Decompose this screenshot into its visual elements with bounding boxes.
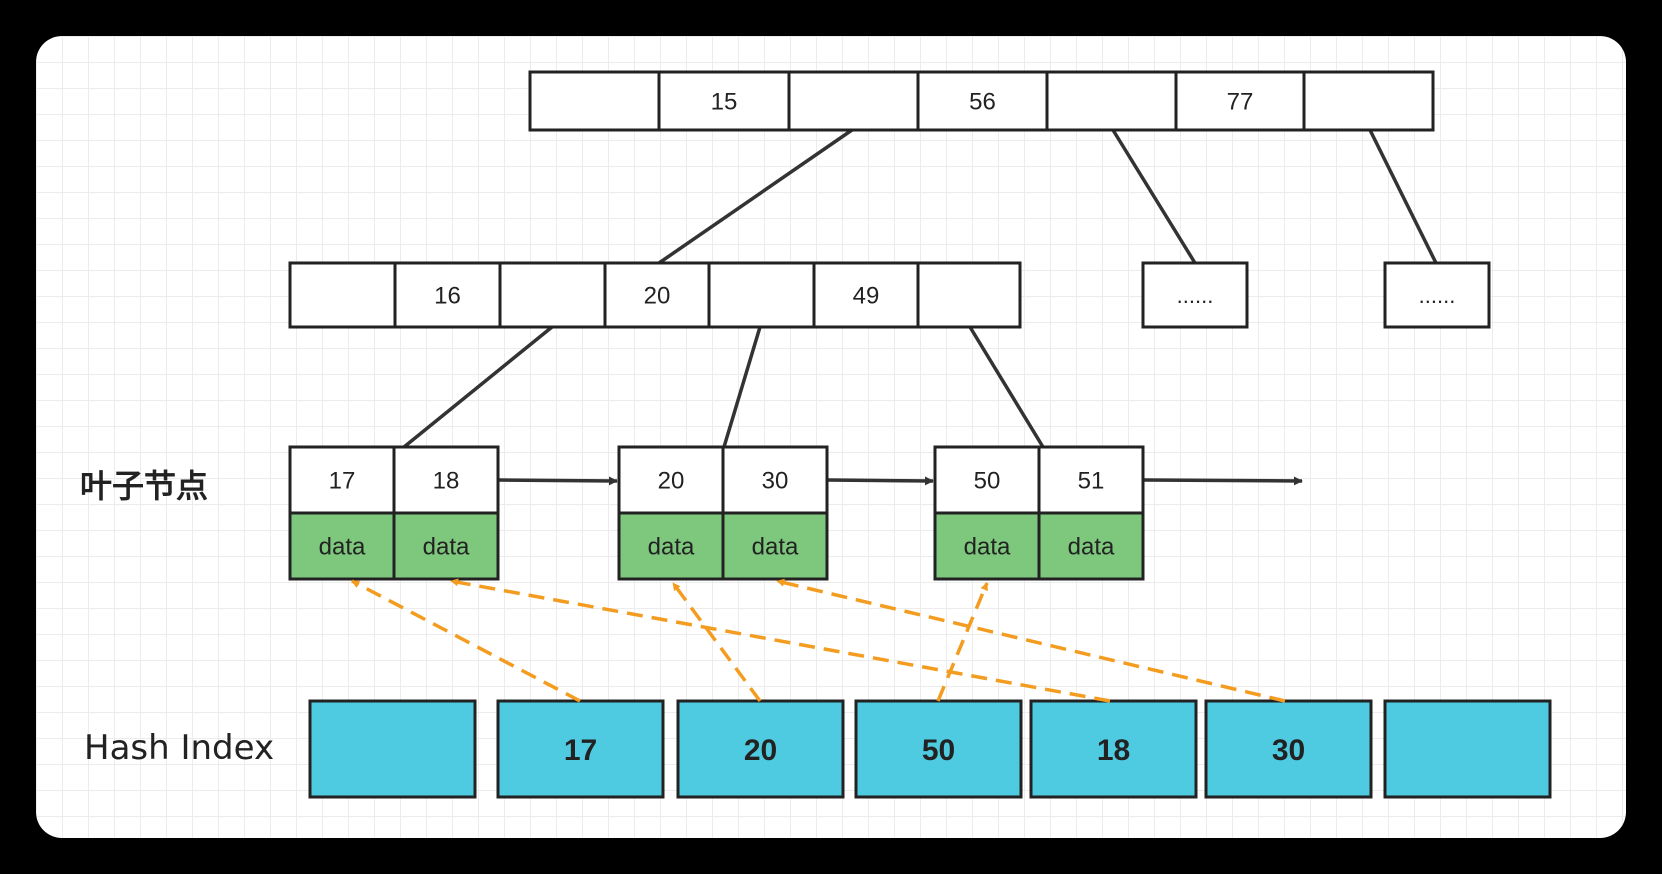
leaf-key-text: 50 — [974, 468, 1001, 495]
ellipsis-node-text: ...... — [1177, 283, 1214, 308]
root-node-cell — [787, 70, 920, 132]
leaf-data-cell — [933, 511, 1041, 581]
leaf-data-text: data — [423, 534, 470, 561]
hash-bucket-cell — [676, 699, 845, 799]
internal-node-cell — [498, 261, 607, 329]
leaf-key-cell — [933, 445, 1041, 515]
leaf-key-text: 30 — [762, 468, 789, 495]
ellipsis-node-cell — [1383, 261, 1491, 329]
leaf-data-cell — [1037, 511, 1145, 581]
leaf-data-text: data — [648, 534, 695, 561]
leaf-data-text: data — [964, 534, 1011, 561]
leaf-key-text: 17 — [329, 468, 356, 495]
tree-edge — [722, 326, 762, 448]
diagram-canvas — [36, 36, 1626, 838]
leaf-key-text: 51 — [1078, 468, 1105, 495]
tree-edge — [402, 325, 554, 449]
hash-bucket-text: 30 — [1272, 734, 1305, 767]
leaf-key-text: 20 — [658, 468, 685, 495]
hash-bucket-text: 17 — [564, 734, 597, 767]
tree-edges — [402, 128, 1438, 486]
internal-node-cell — [288, 261, 397, 329]
leaf-next-arrow — [826, 476, 934, 486]
internal-node-cell — [916, 261, 1022, 329]
internal-node-text: 20 — [644, 283, 671, 310]
root-node-text: 56 — [969, 89, 996, 116]
hash-bucket-cell — [308, 699, 477, 799]
internal-node-cell — [393, 261, 502, 329]
hash-pointer-arrow — [671, 581, 762, 703]
internal-node-cell — [812, 261, 920, 329]
tree-edge — [658, 128, 853, 265]
hash-pointer-arrow — [351, 579, 581, 703]
internal-node-cell — [603, 261, 711, 329]
root-node-cell — [1045, 70, 1178, 132]
leaf-data-text: data — [319, 534, 366, 561]
leaf-data-text: data — [1068, 534, 1115, 561]
hash-index-label: Hash Index — [84, 728, 275, 768]
leaf-next-arrow — [1142, 476, 1303, 486]
leaf-data-text: data — [752, 534, 799, 561]
internal-node-cell — [707, 261, 816, 329]
root-node-text: 77 — [1227, 89, 1254, 116]
tree-edge — [1368, 129, 1438, 264]
hash-bucket-cell — [1029, 699, 1198, 799]
leaf-key-cell — [721, 445, 829, 515]
tree-edge — [968, 326, 1045, 448]
ellipsis-node-text: ...... — [1419, 283, 1456, 308]
hash-bucket-cell — [854, 699, 1023, 799]
leaf-key-cell — [1037, 445, 1145, 515]
tree-nodes: 15 56 77 16 20 49............ 17 18 data data 20 30… — [288, 70, 1552, 799]
leaf-data-cell — [392, 511, 500, 581]
root-node-cell — [1174, 70, 1306, 132]
leaf-key-text: 18 — [433, 468, 460, 495]
root-node-cell — [1302, 70, 1435, 132]
tree-edge — [1111, 129, 1197, 264]
hash-bucket-text: 50 — [922, 734, 955, 767]
root-node-text: 15 — [711, 89, 738, 116]
hash-bucket-text: 20 — [744, 734, 777, 767]
hash-pointer-arrow — [776, 578, 1286, 703]
leaf-data-cell — [288, 511, 396, 581]
leaf-data-cell — [617, 511, 725, 581]
leaf-next-arrow — [497, 476, 618, 486]
internal-node-text: 49 — [853, 283, 880, 310]
leaf-data-cell — [721, 511, 829, 581]
hash-pointer-arrows — [351, 578, 1286, 703]
hash-pointer-arrow — [450, 578, 1111, 703]
leaf-nodes-label: 叶子节点 — [80, 467, 209, 505]
ellipsis-node-cell — [1141, 261, 1249, 329]
root-node-cell — [528, 70, 661, 132]
hash-pointer-arrow — [936, 582, 989, 702]
internal-node-text: 16 — [434, 283, 461, 310]
hash-bucket-cell — [1383, 699, 1552, 799]
hash-bucket-text: 18 — [1097, 734, 1130, 767]
hash-bucket-cell — [496, 699, 665, 799]
hash-bucket-cell — [1204, 699, 1373, 799]
